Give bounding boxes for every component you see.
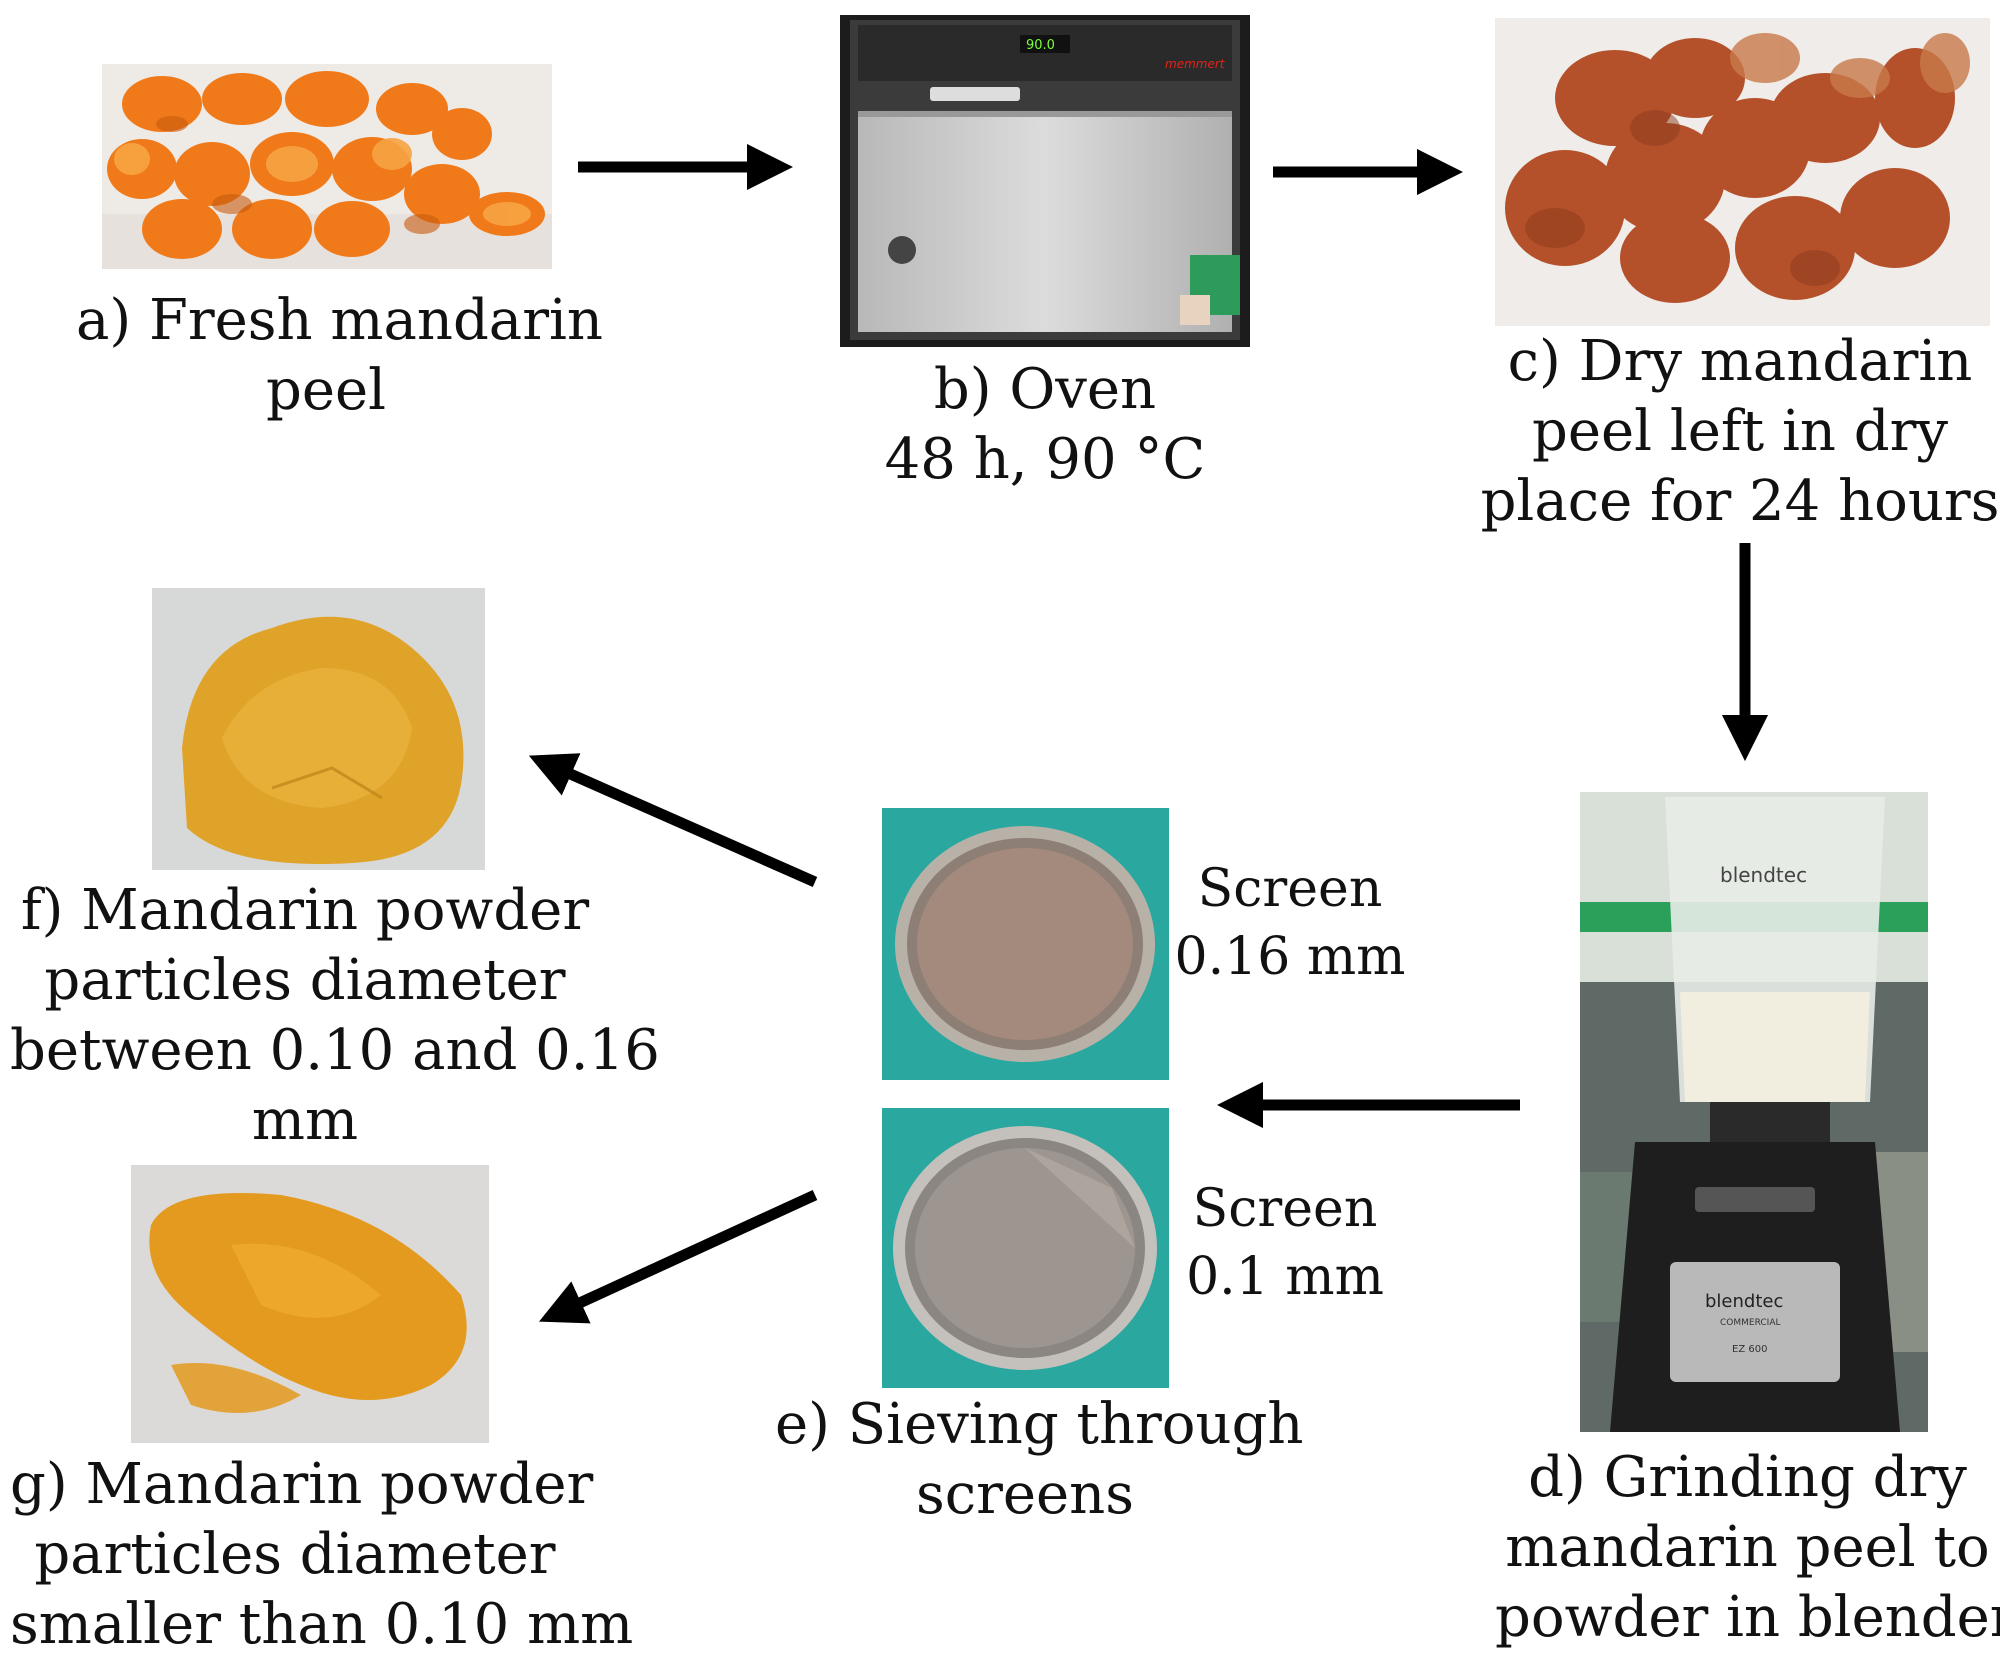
arrow-e-to-f xyxy=(528,753,818,888)
oven-display-text: 90.0 xyxy=(1026,38,1055,53)
oven-photo: 90.0 memmert xyxy=(840,15,1250,347)
caption-d: d) Grinding dry mandarin peel to powder … xyxy=(1495,1443,2000,1653)
caption-a-line-2: peel xyxy=(265,358,387,423)
powder-f-photo xyxy=(152,588,485,870)
caption-a-line-1: a) Fresh mandarin xyxy=(76,288,603,353)
blender-photo: blendtec blendtec COMMERCIAL EZ 600 xyxy=(1580,792,1928,1432)
caption-d-line-2: mandarin peel to xyxy=(1505,1515,1990,1580)
caption-f-line-3: between 0.10 and 0.16 xyxy=(10,1018,660,1083)
caption-f-line-4: mm xyxy=(251,1088,359,1153)
screen-label-016: Screen 0.16 mm xyxy=(1170,855,1410,991)
caption-f-line-1: f) Mandarin powder xyxy=(20,878,590,943)
blender-base-sub: COMMERCIAL xyxy=(1720,1318,1781,1328)
blender-model: EZ 600 xyxy=(1732,1344,1767,1355)
caption-e-line-1: e) Sieving through xyxy=(775,1392,1304,1457)
dry-mandarin-peel-photo xyxy=(1495,18,1990,326)
blender-base-brand: blendtec xyxy=(1705,1291,1783,1312)
caption-f-line-2: particles diameter xyxy=(44,948,566,1013)
sieve-01-photo xyxy=(882,1108,1169,1388)
caption-e: e) Sieving through screens xyxy=(775,1390,1304,1530)
caption-g-line-1: g) Mandarin powder xyxy=(10,1452,594,1517)
caption-b-line-2: 48 h, 90 °C xyxy=(884,427,1206,492)
screen-01-line-2: 0.1 mm xyxy=(1186,1247,1384,1307)
screen-label-01: Screen 0.1 mm xyxy=(1170,1175,1400,1311)
caption-g-line-3: smaller than 0.10 mm xyxy=(10,1592,634,1657)
fresh-mandarin-peel-photo xyxy=(102,64,552,269)
powder-g-photo xyxy=(131,1165,489,1443)
screen-01-line-1: Screen xyxy=(1192,1179,1378,1239)
caption-b-line-1: b) Oven xyxy=(933,357,1157,422)
caption-f: f) Mandarin powder particles diameter be… xyxy=(10,876,660,1156)
caption-c-line-1: c) Dry mandarin xyxy=(1507,329,1973,394)
sieve-016-photo xyxy=(882,808,1169,1080)
caption-b: b) Oven 48 h, 90 °C xyxy=(790,355,1300,495)
caption-d-line-1: d) Grinding dry xyxy=(1528,1445,1967,1510)
caption-a: a) Fresh mandarin peel xyxy=(76,286,603,426)
caption-d-line-3: powder in blender xyxy=(1495,1585,2000,1650)
caption-c-line-3: place for 24 hours xyxy=(1480,469,2000,534)
screen-016-line-2: 0.16 mm xyxy=(1174,927,1406,987)
screen-016-line-1: Screen xyxy=(1197,859,1383,919)
arrow-e-to-g xyxy=(539,1190,818,1324)
caption-c-line-2: peel left in dry xyxy=(1532,399,1948,464)
blender-jar-brand: blendtec xyxy=(1720,863,1807,887)
oven-brand-text: memmert xyxy=(1165,57,1226,71)
caption-g-line-2: particles diameter xyxy=(34,1522,556,1587)
caption-c: c) Dry mandarin peel left in dry place f… xyxy=(1480,327,2000,537)
caption-g: g) Mandarin powder particles diameter sm… xyxy=(10,1450,634,1660)
caption-e-line-2: screens xyxy=(916,1462,1134,1527)
